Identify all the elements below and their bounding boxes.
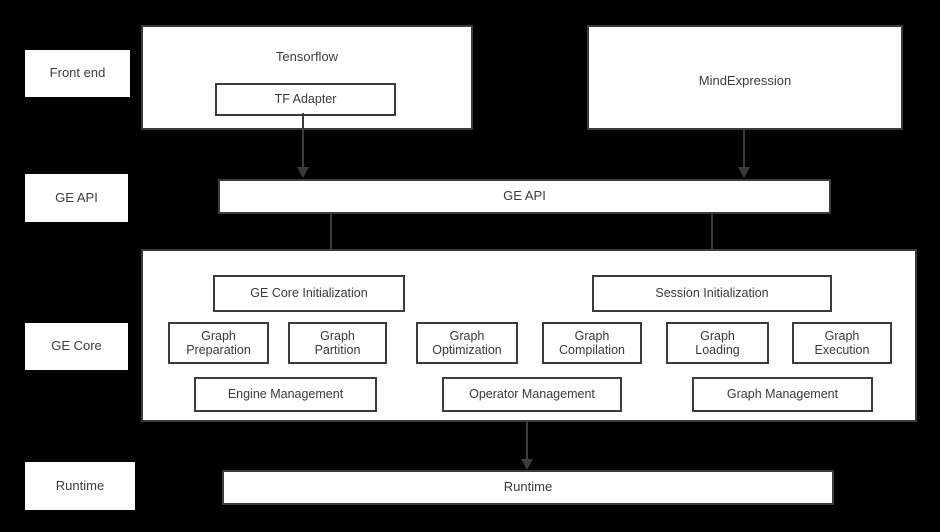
layer-label-ge-api: GE API: [25, 174, 128, 222]
tf-adapter-box[interactable]: TF Adapter: [215, 83, 396, 116]
tensorflow-title: Tensorflow: [275, 49, 339, 64]
session-initialization-box[interactable]: Session Initialization: [592, 275, 832, 312]
arrow-tf-adapter-to-ge-api: [297, 113, 309, 178]
graph-loading-box[interactable]: Graph Loading: [666, 322, 769, 364]
mindexpression-container[interactable]: MindExpression: [587, 25, 903, 130]
ge-core-container[interactable]: GE Core Initialization Session Initializ…: [141, 249, 917, 422]
graph-optimization-box[interactable]: Graph Optimization: [416, 322, 518, 364]
graph-partition-box[interactable]: Graph Partition: [288, 322, 387, 364]
graph-management-box[interactable]: Graph Management: [692, 377, 873, 412]
ge-core-initialization-box[interactable]: GE Core Initialization: [213, 275, 405, 312]
operator-management-box[interactable]: Operator Management: [442, 377, 622, 412]
engine-management-box[interactable]: Engine Management: [194, 377, 377, 412]
arrow-ge-core-to-runtime: [521, 422, 533, 470]
runtime-bar[interactable]: Runtime: [222, 470, 834, 505]
arrow-mindexpression-to-ge-api: [738, 130, 750, 178]
layer-label-ge-core: GE Core: [25, 323, 128, 370]
graph-execution-box[interactable]: Graph Execution: [792, 322, 892, 364]
ge-api-bar[interactable]: GE API: [218, 179, 831, 214]
graph-compilation-box[interactable]: Graph Compilation: [542, 322, 642, 364]
mindexpression-title: MindExpression: [698, 73, 792, 88]
graph-preparation-box[interactable]: Graph Preparation: [168, 322, 269, 364]
layer-label-front-end: Front end: [25, 50, 130, 97]
layer-label-runtime: Runtime: [25, 462, 135, 510]
tensorflow-container[interactable]: Tensorflow TF Adapter: [141, 25, 473, 130]
